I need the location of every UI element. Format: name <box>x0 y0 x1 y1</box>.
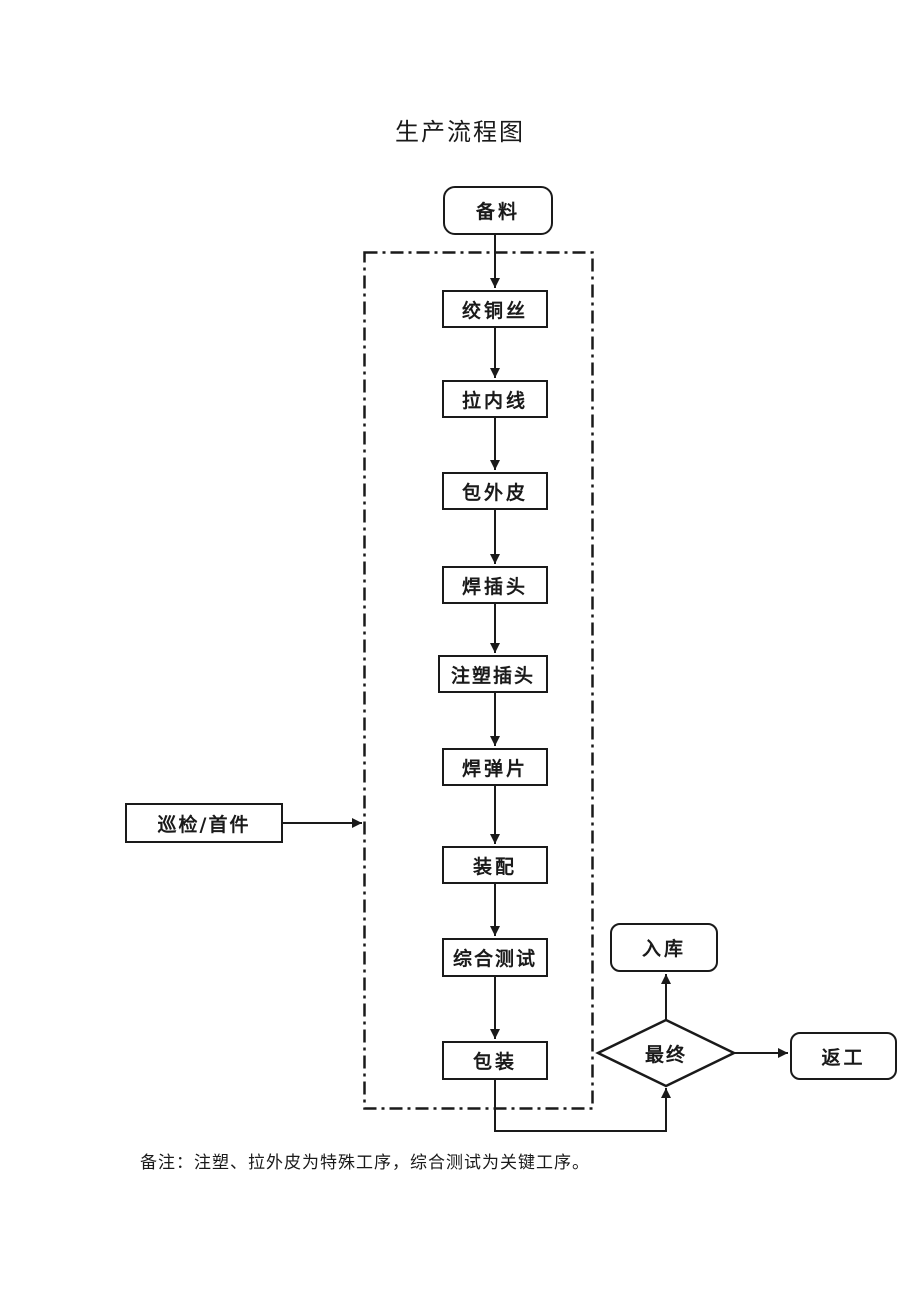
process-node-twist-copper-wire: 绞铜丝 <box>442 290 548 328</box>
page-title: 生产流程图 <box>395 118 525 146</box>
process-node-injection-mold-plug: 注塑插头 <box>438 655 548 693</box>
start-node: 备料 <box>443 186 553 235</box>
footer-note: 备注：注塑、拉外皮为特殊工序，综合测试为关键工序。 <box>140 1153 590 1173</box>
process-node-label: 拉内线 <box>461 389 528 412</box>
decision-diamond-shape <box>595 1018 737 1088</box>
start-node-label: 备料 <box>475 201 520 223</box>
process-node-label: 注塑插头 <box>450 664 535 687</box>
inspection-node: 巡检/首件 <box>125 803 283 843</box>
process-node-solder-plug: 焊插头 <box>442 566 548 604</box>
process-node-label: 焊插头 <box>461 575 528 598</box>
rework-node: 返工 <box>790 1032 897 1080</box>
warehouse-node: 入库 <box>610 923 718 972</box>
process-node-label: 包装 <box>472 1051 517 1073</box>
decision-node-label: 最终 <box>644 1043 687 1066</box>
process-node-label: 包外皮 <box>461 481 528 504</box>
process-node-wrap-outer-jacket: 包外皮 <box>442 472 548 510</box>
process-node-draw-inner-wire: 拉内线 <box>442 380 548 418</box>
process-boundary-dashed-box <box>363 251 594 1110</box>
process-node-label: 绞铜丝 <box>461 299 528 322</box>
process-node-label: 装配 <box>472 855 517 878</box>
arrow-packaging-to-decision <box>494 1080 671 1132</box>
process-node-comprehensive-test: 综合测试 <box>442 938 548 977</box>
process-node-label: 焊弹片 <box>461 757 528 780</box>
rework-node-label: 返工 <box>821 1046 866 1069</box>
inspection-node-label: 巡检/首件 <box>157 813 251 836</box>
process-node-packaging: 包装 <box>442 1041 548 1080</box>
decision-node: 最终 <box>598 1020 734 1086</box>
process-node-assembly: 装配 <box>442 846 548 884</box>
warehouse-node-label: 入库 <box>641 938 686 960</box>
process-node-solder-spring-plate: 焊弹片 <box>442 748 548 786</box>
process-node-label: 综合测试 <box>452 948 537 970</box>
